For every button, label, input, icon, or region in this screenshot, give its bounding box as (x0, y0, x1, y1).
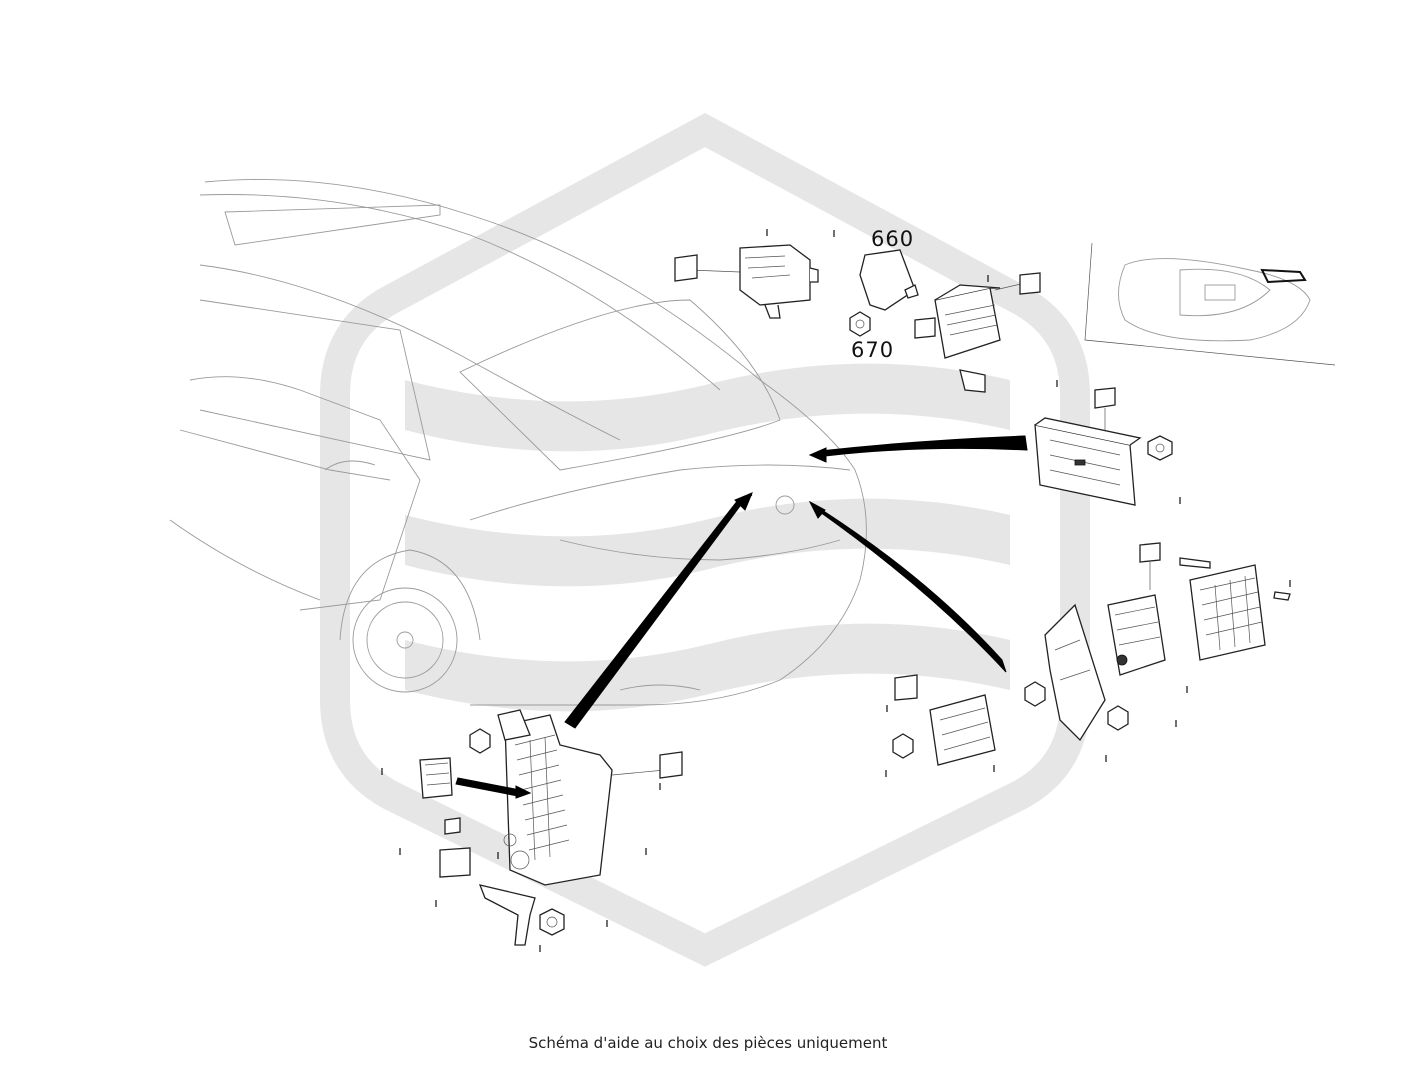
car-outline (169, 179, 867, 706)
module-lower-middle (892, 674, 996, 766)
flat-module-right (1034, 387, 1173, 506)
bracket-660 (859, 249, 919, 311)
module-right-small (1107, 542, 1166, 676)
tick-marks (381, 229, 1291, 952)
control-unit-top (914, 272, 1041, 393)
arrows (455, 435, 1028, 799)
relay-left (419, 757, 471, 878)
main-fuse-box (497, 709, 683, 886)
diagram-caption: Schéma d'aide au choix des pièces unique… (528, 1034, 888, 1052)
callout-660: 660 (871, 227, 914, 251)
fuse-box-right (1179, 557, 1291, 661)
bracket-bottom-left (469, 728, 565, 946)
inset-location-view (1084, 242, 1336, 366)
bracket-right (1024, 603, 1129, 742)
callout-670: 670 (851, 338, 894, 362)
nut-670 (849, 311, 871, 337)
relay-module (674, 244, 819, 319)
